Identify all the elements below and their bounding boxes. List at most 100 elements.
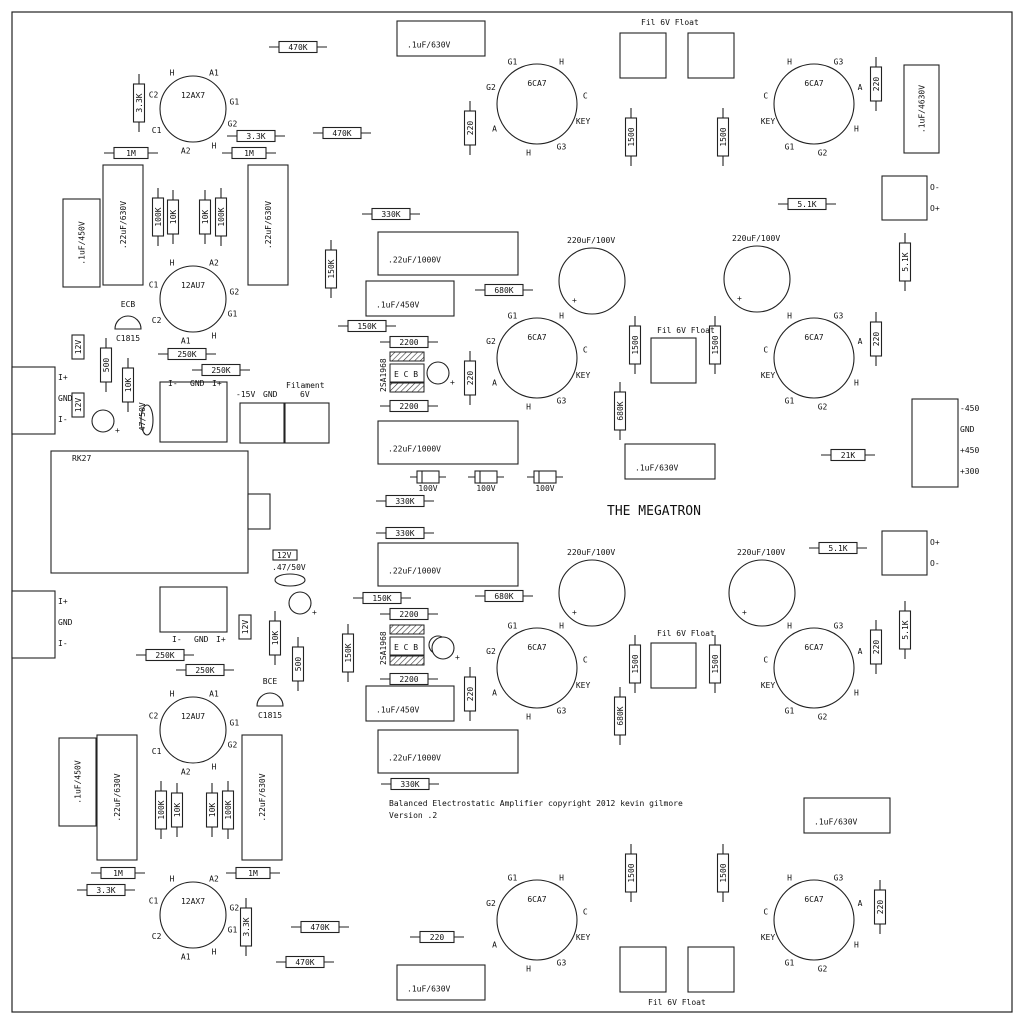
transistor-label: C1815 [258,711,282,720]
tube-pin-label: C1 [152,126,162,135]
resistor: 150K [338,319,396,333]
resistor-label: 2200 [399,610,418,619]
capacitor-label: .1uF/450V [376,301,420,310]
tube-pin-label: A [858,83,863,92]
tube-pin-label: G1 [508,622,518,631]
tube-type-label: 12AU7 [181,712,205,721]
transistor-pins: E C B [394,643,418,652]
tube-pin-label: A2 [181,767,191,776]
resistor: 680K [613,687,627,745]
resistor: 220 [463,351,477,405]
resistor-label: 330K [395,497,414,506]
input-connector-label: GND [58,394,73,403]
zener-label: 12V [74,398,83,413]
resistor: 1500 [716,844,730,902]
resistor-label: 2200 [399,338,418,347]
electrolytic-capacitor: 220uF/100V+ [728,548,796,627]
resistor: 220 [869,312,883,366]
resistor-label: 150K [344,643,353,662]
plus-marker: + [742,608,747,617]
resistor: 470K [269,40,327,54]
tube-pin-label: C [763,655,768,664]
capacitor-label: .1uF/630V [635,464,679,473]
resistor: 250K [136,648,194,662]
tube-pin-label: A1 [209,69,219,78]
small-capacitor: .47/50V [272,563,306,587]
capacitor-label: .1uF/4630V [918,85,927,133]
tube-pin-label: G1 [228,925,238,934]
tube-pin-label: H [170,690,175,699]
hv-connector-label: +300 [960,467,979,476]
film-capacitor: .1uF/450V [365,280,455,317]
board-outline [11,11,1013,1013]
resistor-label: 1500 [631,654,640,673]
tube-pin-label: H [854,689,859,698]
film-capacitor: .22uF/1000V [377,420,519,465]
tube-pin-label: C2 [149,91,159,100]
tube-pin-label: H [559,622,564,631]
tube-type-label: 6CA7 [527,643,546,652]
tube-pin-label: G3 [557,958,567,967]
resistor-label: 500 [102,358,111,373]
tube-pin-label: G2 [230,904,240,913]
resistor-label: 680K [616,706,625,725]
power-connector-label: -15V [236,390,255,399]
film-capacitor: .1uF/450V [365,685,455,722]
resistor-label: 220 [872,332,881,347]
pot-label: RK27 [72,454,91,463]
tube-pin-label: KEY [576,371,591,380]
plus-marker: + [312,608,317,617]
input-connector-label: GND [58,618,73,627]
filament-block: Fil 6V Float [619,18,735,79]
plus-marker: + [572,296,577,305]
zener-diode: 12V [272,549,298,561]
input-connector-label: I- [58,639,68,648]
resistor: 1M [91,866,145,880]
capacitor-label: .22uF/1000V [388,754,441,763]
resistor-label: 1500 [627,127,636,146]
tube-pin-label: G1 [508,312,518,321]
resistor-label: 220 [466,121,475,136]
tube-pin-label: G3 [557,142,567,151]
resistor-label: 10K [271,631,280,646]
power-connector: -15V GND [236,390,285,444]
diode-label: 100V [418,484,437,493]
tube-pin-label: A [858,337,863,346]
tube-pin-label: A [858,647,863,656]
zener-label: 12V [277,551,292,560]
resistor-label: 5.1K [901,252,910,271]
resistor: 330K [376,526,434,540]
resistor: 3.3K [77,883,135,897]
resistor-label: 100K [157,800,166,819]
tube-pin-label: H [559,874,564,883]
capacitor-label: .22uF/1000V [388,445,441,454]
resistor: 1500 [708,635,722,693]
resistor-label: 250K [211,366,230,375]
power-connector-label: GND [263,390,278,399]
resistor: 100K [221,781,235,839]
resistor: 330K [381,777,439,791]
film-capacitor: .22uF/630V [96,734,138,861]
tube-pin-label: H [787,312,792,321]
resistor: 3.3K [239,898,253,956]
tube-pin-label: KEY [576,933,591,942]
resistor-label: 10K [173,803,182,818]
resistor: 10K [121,358,135,412]
tube-pin-label: C1 [149,897,159,906]
resistor-label: 3.3K [96,886,115,895]
tube-pin-label: G2 [818,964,828,973]
resistor: 220 [873,880,887,934]
tube-type-label: 12AU7 [181,281,205,290]
tube-pin-label: H [212,762,217,771]
resistor: 250K [158,347,216,361]
resistor-label: 150K [327,259,336,278]
resistor-label: 10K [124,378,133,393]
